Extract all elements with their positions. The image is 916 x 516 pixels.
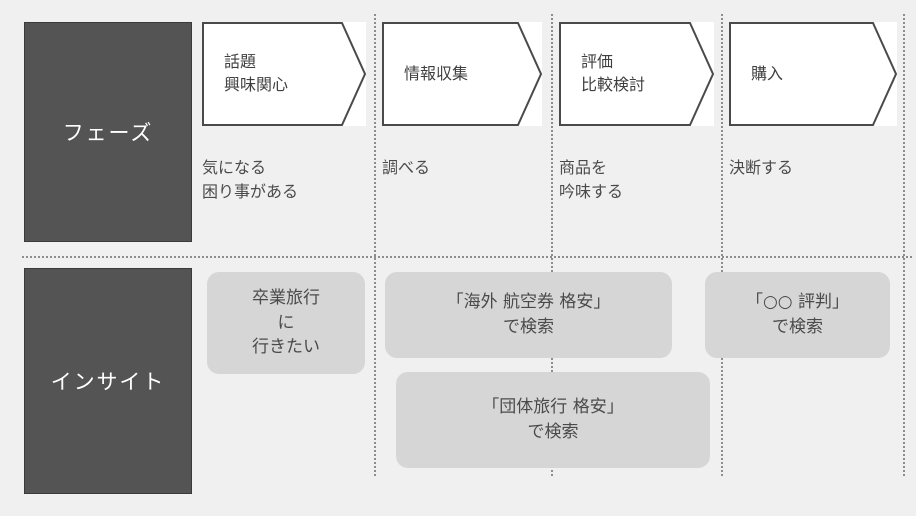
phase-chevron-evaluation-title: 評価 比較検討 — [581, 52, 646, 94]
chevron-shape-icon — [202, 22, 366, 126]
phase-chevron-purchase-title: 購入 — [751, 63, 784, 83]
phase-subtitle-awareness: 気になる 困り事がある — [202, 158, 299, 201]
insight-bubble-search-group-trip[interactable]: 「団体旅行 格安」 で検索 — [396, 372, 710, 468]
divider-horizontal-rows — [22, 256, 912, 258]
phase-chevron-research[interactable]: 情報収集 — [382, 22, 542, 126]
divider-vertical-2 — [551, 14, 553, 476]
phase-subtitle-research: 調べる — [382, 158, 431, 177]
divider-vertical-1 — [374, 14, 376, 476]
insight-bubble-graduation-trip[interactable]: 卒業旅行 に 行きたい — [207, 272, 365, 374]
phase-chevron-research-title: 情報収集 — [404, 63, 469, 83]
row-label-insight-text: インサイト — [50, 370, 166, 394]
phase-chevron-awareness-title: 話題 興味関心 — [224, 52, 289, 94]
chevron-shape-icon — [382, 22, 542, 126]
divider-vertical-4 — [903, 14, 905, 476]
insight-bubble-search-reputation[interactable]: 「○○ 評判」 で検索 — [705, 272, 890, 358]
phase-chevron-purchase[interactable]: 購入 — [729, 22, 897, 126]
divider-vertical-3 — [721, 14, 723, 476]
chevron-shape-icon — [729, 22, 897, 126]
row-label-phase: フェーズ — [24, 22, 192, 242]
phase-chevron-awareness[interactable]: 話題 興味関心 — [202, 22, 366, 126]
row-label-phase-text: フェーズ — [62, 121, 154, 145]
phase-chevron-evaluation[interactable]: 評価 比較検討 — [559, 22, 714, 126]
chevron-shape-icon — [559, 22, 714, 126]
row-label-insight: インサイト — [24, 268, 192, 494]
phase-subtitle-evaluation: 商品を 吟味する — [559, 158, 624, 201]
insight-bubble-search-overseas-ticket[interactable]: 「海外 航空券 格安」 で検索 — [385, 272, 672, 358]
phase-subtitle-purchase: 決断する — [729, 158, 794, 177]
